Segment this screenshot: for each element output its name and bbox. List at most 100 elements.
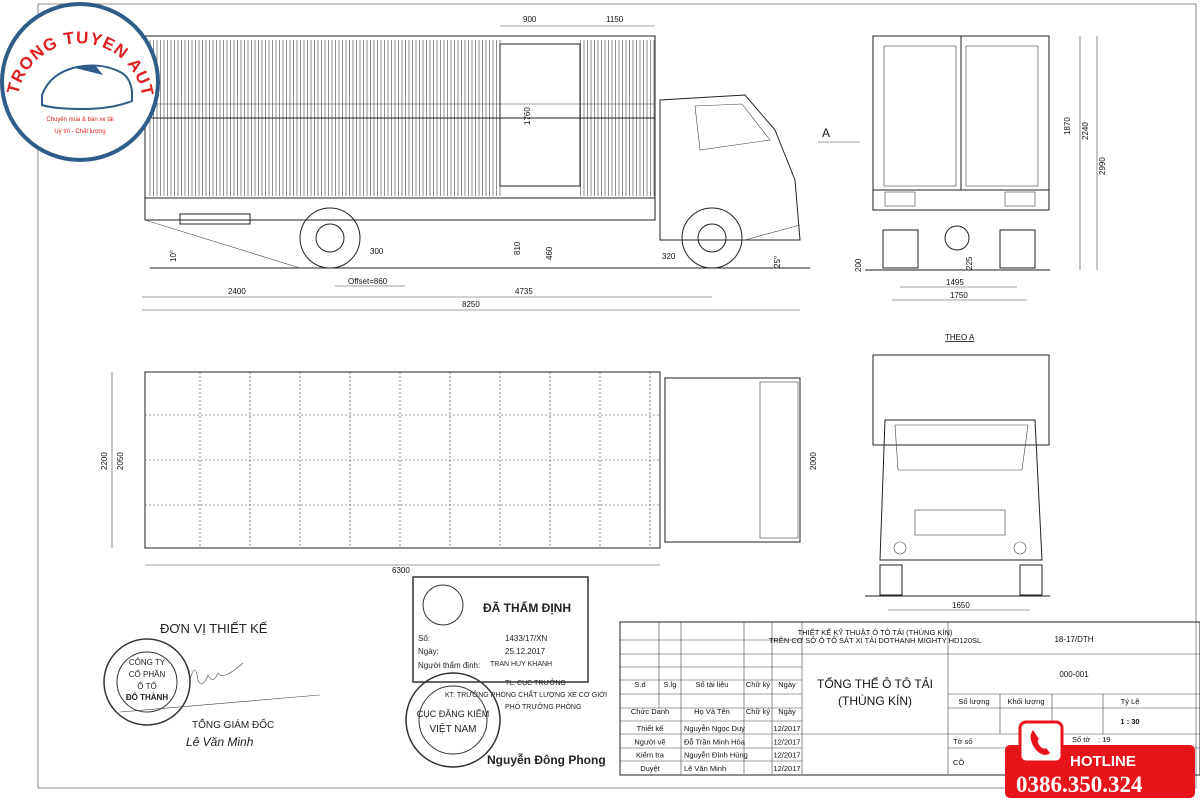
header-chu-ky: Chữ ký [746, 680, 770, 689]
dim-2050: 2050 [116, 452, 125, 470]
person-date: 12/2017 [773, 724, 800, 733]
tail-light-left [884, 191, 916, 207]
hotline-label: HOTLINE [1070, 753, 1136, 770]
header-sd: S.d [634, 680, 645, 689]
so-value: 1433/17/XN [505, 634, 547, 643]
person-role: Người vẽ [634, 737, 665, 746]
project-code: 18-17/DTH [1054, 635, 1093, 644]
cab-top [664, 377, 801, 543]
drawing-subtitle: (THÙNG KÍN) [838, 693, 912, 708]
front-box-top [872, 354, 1050, 446]
designer-block: ĐƠN VỊ THIẾT KẾ CÔNG TY CỔ PHẦN Ô TÔ ĐÔ … [103, 621, 321, 749]
cab-window [694, 103, 771, 151]
angle-front: 10° [169, 250, 178, 262]
seal-center-1: CỤC ĐĂNG KIỂM [417, 708, 490, 719]
dim-1150: 1150 [606, 15, 624, 24]
hotline-badge[interactable]: HOTLINE 0386.350.324 [1005, 720, 1195, 798]
header-ngay: Ngày [778, 680, 796, 689]
rear-door-left [883, 45, 957, 187]
person-role: Duyệt [640, 764, 661, 773]
rear-door-right [965, 45, 1039, 187]
person-date: 12/2017 [773, 737, 800, 746]
rear-view: 1870 2240 2990 200 225 1495 1750 [854, 35, 1107, 301]
cab-side [659, 94, 801, 241]
ngay-label: Ngày: [418, 647, 439, 656]
person-name: Lê Văn Minh [684, 764, 726, 773]
khoi-luong-label: Khối lượng [1007, 697, 1044, 706]
cab-front [879, 419, 1043, 561]
signature [119, 662, 321, 713]
header-slg: S.lg [664, 680, 677, 689]
rear-wheel [299, 207, 361, 269]
logo-tagline-2: Uy tín - Chất lượng [54, 129, 105, 135]
front-wheel [681, 207, 743, 269]
drawing-title: TỔNG THỂ Ô TÔ TẢI [817, 676, 933, 691]
so-to-label: Số tờ [1072, 735, 1090, 744]
differential [944, 225, 970, 251]
dim-300: 300 [370, 247, 384, 256]
seal-text-3: Ô TÔ [137, 682, 156, 691]
tail-light-right [1004, 191, 1036, 207]
header-ngay-2: Ngày [778, 707, 796, 716]
designer-role: TỔNG GIÁM ĐỐC [192, 717, 274, 731]
phone-icon-frame [1018, 720, 1064, 764]
nguoi-value: TRAN HUY KHANH [490, 661, 552, 668]
dim-4735: 4735 [515, 287, 533, 296]
brand-logo[interactable]: TRONG TUYEN AUTO Chuyên mua & bán xe tải… [0, 0, 160, 162]
dim-2200: 2200 [100, 452, 109, 470]
dim-offset: Offset=860 [348, 277, 388, 286]
side-guard [179, 213, 251, 225]
so-label: Số: [418, 634, 430, 643]
dim-2990: 2990 [1098, 157, 1107, 175]
view-marker-a: A [822, 126, 830, 140]
ngay-value: 25.12.2017 [505, 647, 546, 656]
header-so-tai-lieu: Số tài liệu [696, 680, 729, 689]
person-date: 12/2017 [773, 751, 800, 760]
person-role: Kiểm tra [636, 751, 665, 760]
dim-1650: 1650 [952, 601, 970, 610]
dim-225: 225 [965, 256, 974, 270]
to-so-label: Tờ số [953, 737, 973, 746]
angle-rear: 25° [773, 256, 782, 268]
so-to-value: : 19 [1098, 735, 1111, 744]
windshield [894, 424, 1029, 471]
top-grid [145, 372, 660, 548]
dim-2400: 2400 [228, 287, 246, 296]
dim-1760: 1760 [523, 107, 532, 125]
subtitle-2: TRÊN CƠ SỞ Ô TÔ SÁT XI TẢI DOTHANH MIGHT… [769, 636, 981, 645]
rear-wheels-right [999, 229, 1036, 269]
side-door [499, 43, 581, 187]
dim-810: 810 [513, 241, 522, 255]
car-icon [41, 64, 133, 111]
header-chuc-danh: Chức Danh [631, 707, 669, 716]
seal-text-2: CỔ PHẦN [129, 669, 166, 679]
stamp-title: ĐÃ THẨM ĐỊNH [483, 600, 571, 615]
seal-text-1: CÔNG TY [129, 658, 166, 667]
person-name: Nguyễn Ngọc Duy [684, 724, 745, 733]
subtitle-1: THIẾT KẾ KỸ THUẬT Ô TÔ TẢI (THÙNG KÍN) [798, 627, 953, 637]
registry-seal [405, 672, 501, 768]
dim-1495: 1495 [946, 278, 964, 287]
person-name: Nguyễn Đình Hùng [684, 751, 748, 760]
cargo-box-side [144, 35, 656, 199]
approval-line-3: PHÓ TRƯỞNG PHÒNG [505, 702, 581, 711]
ty-le-label: Tỷ Lệ [1121, 697, 1140, 706]
dim-2240: 2240 [1081, 122, 1090, 140]
title-block-text: S.d S.lg Số tài liệu Chữ ký Ngày Chức Da… [631, 627, 1140, 773]
nguoi-label: Người thẩm định: [418, 661, 480, 670]
approval-line-2: KT. TRƯỞNG PHÒNG CHẤT LƯỢNG XE CƠ GIỚI [445, 689, 607, 699]
dim-900: 900 [523, 15, 537, 24]
dim-200: 200 [854, 258, 863, 272]
approval-stamp: ĐÃ THẨM ĐỊNH Số: 1433/17/XN Ngày: 25.12.… [405, 576, 607, 768]
phone-icon [1030, 730, 1050, 755]
person-role: Thiết kế [637, 724, 665, 733]
chassis [144, 197, 656, 221]
dim-1750: 1750 [950, 291, 968, 300]
person-name: Đỗ Trần Minh Hòa [684, 737, 746, 746]
front-view-title: THEO A [945, 333, 975, 342]
drawing-number: 000-001 [1059, 670, 1089, 679]
dim-1870: 1870 [1063, 117, 1072, 135]
signer-name: Nguyễn Đông Phong [487, 752, 606, 767]
scale-value: 1 : 30 [1120, 717, 1139, 726]
